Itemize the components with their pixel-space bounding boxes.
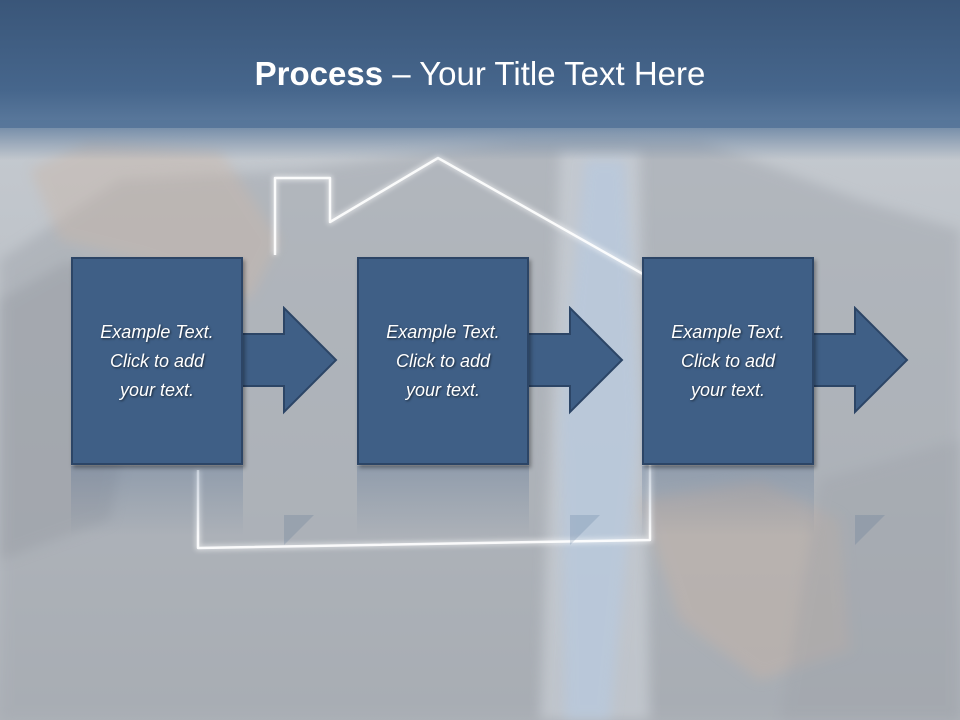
process-step-3[interactable]: Example Text. Click to add your text. xyxy=(642,257,814,465)
box-reflection-1 xyxy=(71,466,243,536)
step-text: Example Text. Click to add your text. xyxy=(92,318,221,405)
title-rest: – Your Title Text Here xyxy=(383,55,706,92)
slide-title[interactable]: Process – Your Title Text Here xyxy=(0,52,960,96)
arrow-reflection xyxy=(570,515,600,545)
step-line: your text. xyxy=(405,379,480,400)
step-line: your text. xyxy=(119,379,194,400)
title-fade xyxy=(0,120,960,160)
process-step-1[interactable]: Example Text. Click to add your text. xyxy=(71,257,243,465)
box-reflection-3 xyxy=(642,466,814,536)
step-line: Click to add xyxy=(109,350,205,371)
arrow-reflection xyxy=(284,515,314,545)
title-band xyxy=(0,0,960,128)
step-line: your text. xyxy=(690,379,765,400)
step-text: Example Text. Click to add your text. xyxy=(378,318,507,405)
arrow-right-icon xyxy=(240,306,338,415)
step-line: Example Text. xyxy=(671,321,785,342)
step-line: Click to add xyxy=(680,350,776,371)
step-line: Example Text. xyxy=(100,321,214,342)
title-bold: Process xyxy=(254,55,384,92)
box-reflection-2 xyxy=(357,466,529,536)
arrow-right-icon xyxy=(526,306,624,415)
arrow-right-icon xyxy=(811,306,909,415)
arrow-reflection xyxy=(855,515,885,545)
process-step-2[interactable]: Example Text. Click to add your text. xyxy=(357,257,529,465)
step-line: Click to add xyxy=(395,350,491,371)
step-text: Example Text. Click to add your text. xyxy=(663,318,792,405)
step-line: Example Text. xyxy=(386,321,500,342)
